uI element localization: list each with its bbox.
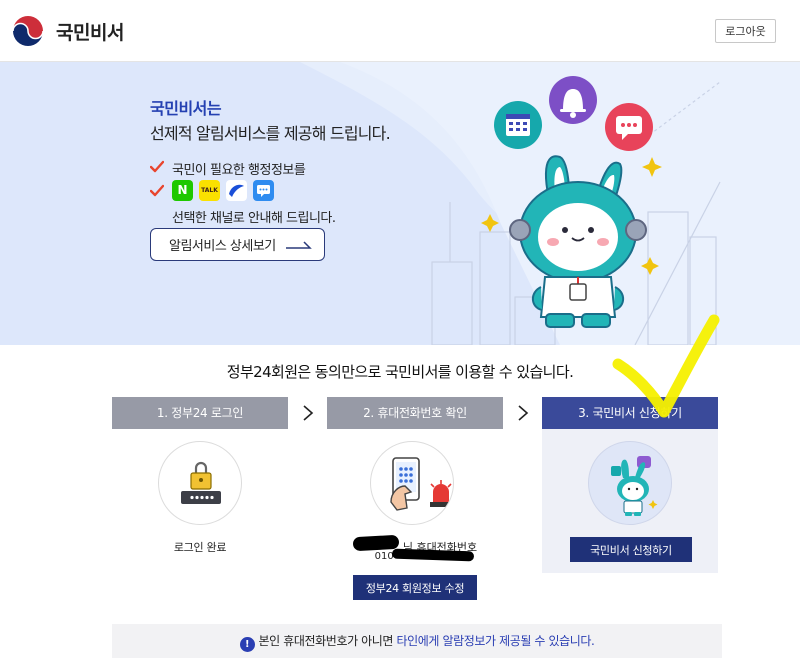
hero-title: 국민비서는	[150, 99, 222, 118]
phone-number-text: 010-	[374, 551, 398, 562]
login-complete-text: 로그인 완료	[173, 541, 227, 554]
phone-notice: !본인 휴대전화번호가 아니면 타인에게 알람정보가 제공될 수 있습니다.	[112, 624, 722, 658]
header: 국민비서 로그아웃	[0, 0, 800, 62]
government-logo-icon[interactable]	[10, 13, 46, 49]
mascot-circle	[588, 441, 672, 525]
logout-button[interactable]: 로그아웃	[715, 19, 776, 43]
hero-subtitle: 선제적 알림서비스를 제공해 드립니다.	[150, 124, 391, 143]
brand-title[interactable]: 국민비서	[56, 22, 124, 44]
naver-icon: N	[172, 180, 193, 201]
chevron-right-icon	[303, 405, 314, 421]
phone-verify-icon	[390, 457, 452, 511]
check-icon	[150, 184, 164, 197]
edit-member-info-button[interactable]: 정부24 회원정보 수정	[353, 575, 477, 600]
phone-number: 010-	[327, 551, 503, 562]
apply-secretary-button[interactable]: 국민비서 신청하기	[570, 537, 692, 562]
chevron-right-icon	[518, 405, 529, 421]
login-lock-circle	[158, 441, 242, 525]
notice-text-highlight: 타인에게 알람정보가 제공될 수 있습니다.	[396, 634, 595, 648]
hero-banner: 국민비서는 선제적 알림서비스를 제공해 드립니다. 국민이 필요한 행정정보를…	[0, 62, 800, 345]
kakao-talk-icon: TALK	[199, 180, 220, 201]
step-2-phone-confirm: 2. 휴대전화번호 확인	[327, 397, 503, 429]
arrow-right-icon	[286, 241, 312, 249]
service-detail-label: 알림서비스 상세보기	[169, 239, 276, 254]
mascot-small-icon	[611, 456, 658, 516]
step-1-login: 1. 정부24 로그인	[112, 397, 288, 429]
notice-text-1: 본인 휴대전화번호가 아니면	[258, 634, 397, 648]
mascot-illustration	[431, 76, 721, 345]
hero-line-1: 국민이 필요한 행정정보를	[172, 163, 306, 178]
lock-icon	[181, 461, 221, 504]
pass-app-icon	[226, 180, 247, 201]
consent-heading: 정부24회원은 동의만으로 국민비서를 이용할 수 있습니다.	[226, 363, 574, 381]
step-3-apply: 3. 국민비서 신청하기	[542, 397, 718, 429]
check-icon	[150, 160, 164, 173]
sms-chat-icon	[253, 180, 274, 201]
service-detail-button[interactable]: 알림서비스 상세보기	[150, 228, 325, 261]
exclamation-icon: !	[239, 637, 255, 652]
phone-verify-circle	[370, 441, 454, 525]
hero-line-2: 선택한 채널로 안내해 드립니다.	[172, 211, 336, 226]
